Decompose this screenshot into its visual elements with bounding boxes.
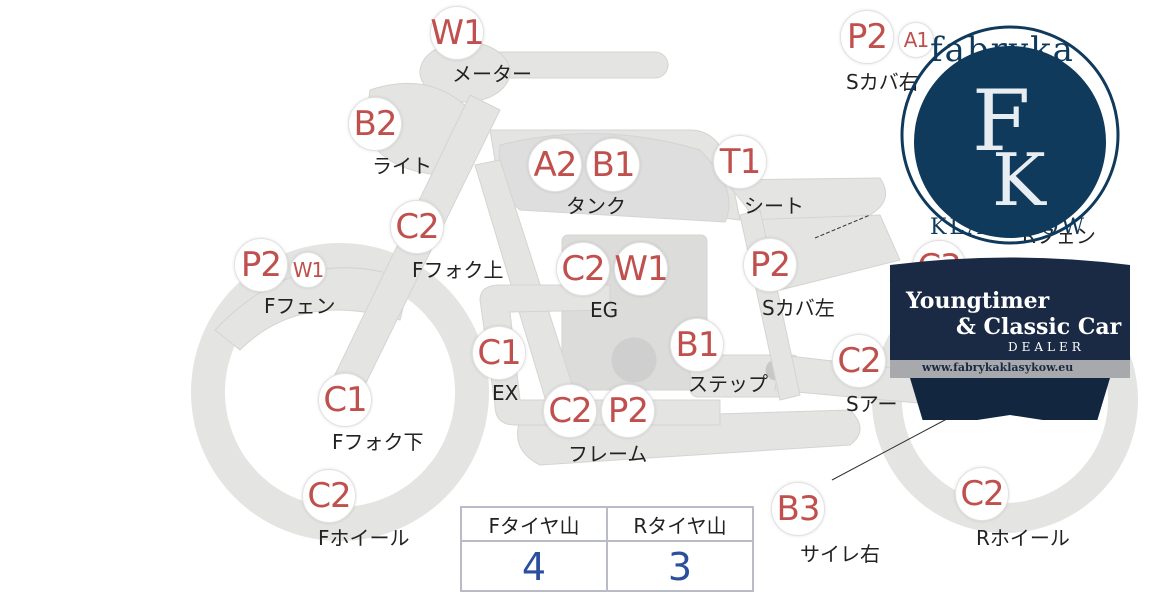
logo-banner-url: www.fabrykaklasykow.eu <box>922 361 1074 374</box>
label-tank: タンク <box>566 194 626 218</box>
label-eg: EG <box>590 298 619 322</box>
label-fork-lower: Fフォク下 <box>332 430 424 454</box>
logo-monogram-k: K <box>992 138 1046 222</box>
front-wheel-shape <box>191 243 489 541</box>
light-b2-badge: B2 <box>348 97 402 151</box>
tread-header-rear: Rタイヤ山 <box>606 508 752 540</box>
scover-left-p2-badge: P2 <box>743 238 797 292</box>
tread-value-rear: 3 <box>606 542 752 592</box>
fabryka-klasykow-logo: fabryka F K KLASYKÓW Youngtimer & Classi… <box>880 20 1140 420</box>
frame-c2-badge: C2 <box>543 384 597 438</box>
logo-banner-line1: Youngtimer <box>906 288 1050 314</box>
fork-lower-c1-badge: C1 <box>318 373 372 427</box>
fwheel-c2-badge: C2 <box>302 469 356 523</box>
frame-p2-badge: P2 <box>601 384 655 438</box>
seat-t1-badge: T1 <box>713 135 767 189</box>
logo-graphic <box>890 25 1130 420</box>
ex-c1-badge: C1 <box>472 326 526 380</box>
label-silencer: サイレ右 <box>800 542 880 566</box>
tread-table-header-row: Fタイヤ山 Rタイヤ山 <box>462 508 752 542</box>
tire-tread-table: Fタイヤ山 Rタイヤ山 4 3 <box>460 506 754 592</box>
rwheel-c2-badge: C2 <box>955 467 1009 521</box>
eg-w1-badge: W1 <box>614 242 669 296</box>
engine-cover-shape <box>611 337 657 383</box>
silencer-leader-line <box>831 411 961 481</box>
silencer-b3-badge: B3 <box>771 482 825 536</box>
logo-arc-text: fabryka <box>930 30 1075 70</box>
label-sarm: Sアー <box>846 392 898 416</box>
tank-b1-badge: B1 <box>586 138 640 192</box>
logo-monogram-f: F <box>972 72 1031 170</box>
ffender-p2-badge: P2 <box>234 238 288 292</box>
tread-value-front: 4 <box>521 545 547 589</box>
scover-right-a1-badge: A1 <box>898 22 934 58</box>
label-ffender: Fフェン <box>264 294 336 318</box>
label-light: ライト <box>372 154 432 178</box>
seat-leader-line <box>814 214 871 239</box>
sarm-c2-badge: C2 <box>832 334 886 388</box>
step-b1-badge: B1 <box>670 318 724 372</box>
label-seat: シート <box>744 194 804 218</box>
scover-right-p2-badge: P2 <box>840 10 894 64</box>
eg-c2-badge: C2 <box>556 242 610 296</box>
label-rwheel: Rホイール <box>976 526 1070 550</box>
tread-table-value-row: 4 3 <box>462 542 752 592</box>
label-frame: フレーム <box>568 442 648 466</box>
logo-banner-line3: DEALER <box>1008 340 1085 354</box>
label-scover-left: Sカバ左 <box>762 296 835 320</box>
label-scover-right: Sカバ右 <box>846 70 919 94</box>
label-fork-upper: Fフォク上 <box>412 258 504 282</box>
tank-a2-badge: A2 <box>528 138 582 192</box>
label-meter: メーター <box>452 62 532 86</box>
logo-banner-line2: & Classic Car <box>956 314 1122 340</box>
meter-w1-badge: W1 <box>430 6 485 60</box>
label-fwheel: Fホイール <box>318 526 410 550</box>
label-ex: EX <box>492 381 519 405</box>
fork-upper-c2-badge: C2 <box>390 200 444 254</box>
exhaust-shape <box>479 284 721 426</box>
logo-bottom-arc-text: KLASYKÓW <box>930 215 1088 240</box>
tread-header-front: Fタイヤ山 <box>488 513 580 538</box>
ffender-w1-badge: W1 <box>290 252 326 288</box>
label-step: ステップ <box>688 372 768 396</box>
